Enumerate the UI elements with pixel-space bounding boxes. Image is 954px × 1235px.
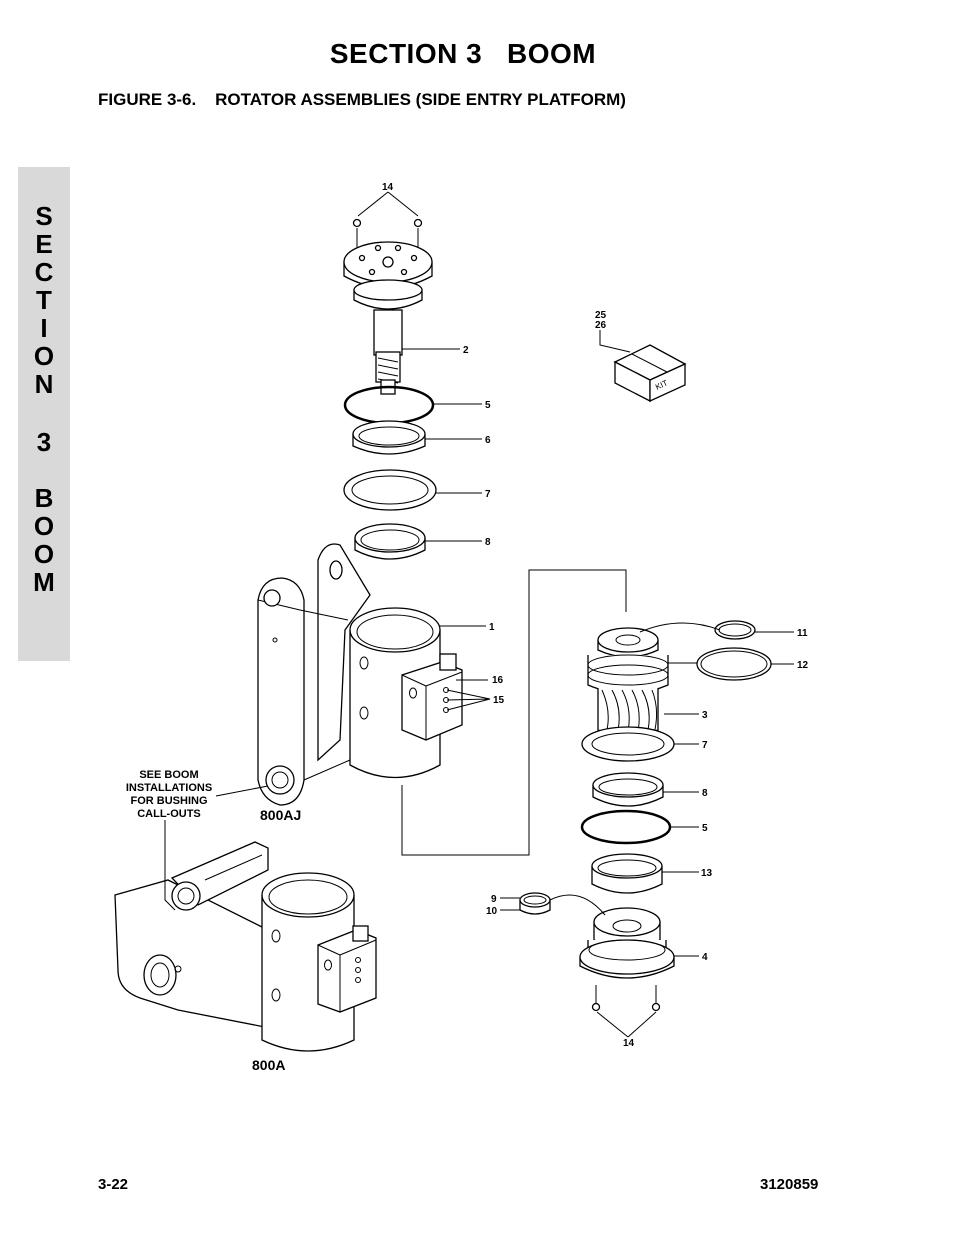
side-tab-letter: C <box>34 257 54 287</box>
section-side-tab: S E C T I O N 3 B O O M <box>18 167 70 661</box>
top-cap-part <box>343 218 433 310</box>
model-label-800a: 800A <box>252 1057 285 1073</box>
callout-11: 11 <box>797 628 808 639</box>
note-line: INSTALLATIONS <box>126 782 212 794</box>
side-tab-letter: N <box>34 369 54 399</box>
note-line: CALL-OUTS <box>137 808 201 820</box>
o-ring-right <box>580 809 672 845</box>
callout-25: 25 <box>595 310 607 321</box>
callout-3: 3 <box>702 710 708 721</box>
callout-9: 9 <box>491 894 497 905</box>
seal-ring-11 <box>714 620 756 640</box>
rotator-housing-800a <box>114 841 377 1052</box>
bearing-ring-6 <box>352 420 426 455</box>
gear-housing-part <box>587 627 669 741</box>
callout-15: 15 <box>493 695 505 706</box>
callout-6: 6 <box>485 435 491 446</box>
figure-title: FIGURE 3-6. ROTATOR ASSEMBLIES (SIDE ENT… <box>98 90 626 109</box>
callout-5-right: 5 <box>702 823 708 834</box>
side-tab-letter: O <box>33 511 55 541</box>
callout-14-top: 14 <box>382 182 394 193</box>
callout-7-top: 7 <box>485 489 491 500</box>
side-tab-letter: T <box>36 285 52 315</box>
callout-1: 1 <box>489 622 495 633</box>
callout-10: 10 <box>486 906 498 917</box>
side-tab-letter: 3 <box>36 427 52 457</box>
seal-ring-9-10 <box>519 892 551 915</box>
model-label-800aj: 800AJ <box>260 807 301 823</box>
side-tab-letter: M <box>33 567 55 597</box>
callout-13: 13 <box>701 868 713 879</box>
rotator-housing-800aj <box>257 543 463 806</box>
bottom-housing-part <box>579 907 675 1012</box>
bearing-ring-13 <box>591 853 663 894</box>
washer-7-upper <box>343 469 437 511</box>
washer-7-right <box>581 726 675 762</box>
note-line: FOR BUSHING <box>131 795 208 807</box>
side-tab-letter: O <box>33 539 55 569</box>
side-tab-letter: S <box>35 201 53 231</box>
section-title: SECTION 3 BOOM <box>329 38 597 69</box>
callout-2: 2 <box>463 345 469 356</box>
callout-12: 12 <box>797 660 809 671</box>
page-number: 3-22 <box>98 1176 129 1193</box>
document-number: 3120859 <box>760 1176 819 1193</box>
side-tab-letter: O <box>33 341 55 371</box>
callout-16: 16 <box>492 675 504 686</box>
ring-12 <box>696 647 772 681</box>
bearing-ring-8-right <box>592 772 664 807</box>
callout-8-right: 8 <box>702 788 708 799</box>
callout-8-top: 8 <box>485 537 491 548</box>
shaft-part <box>373 309 403 395</box>
callout-4: 4 <box>702 952 708 963</box>
assembly-connector-line <box>401 569 627 856</box>
side-tab-letter: I <box>40 313 48 343</box>
side-tab-letter: E <box>35 229 53 259</box>
callout-7-right: 7 <box>702 740 708 751</box>
callout-14-bottom: 14 <box>623 1038 635 1049</box>
note-line: SEE BOOM <box>139 769 198 781</box>
seal-kit-box: KIT <box>613 344 687 403</box>
bearing-ring-8-upper <box>354 523 426 560</box>
side-tab-letter: B <box>34 483 54 513</box>
callout-26: 26 <box>595 320 607 331</box>
callout-5-top: 5 <box>485 400 491 411</box>
leader-lines <box>164 191 794 1038</box>
bushing-note: SEE BOOM INSTALLATIONS FOR BUSHING CALL-… <box>126 769 212 820</box>
